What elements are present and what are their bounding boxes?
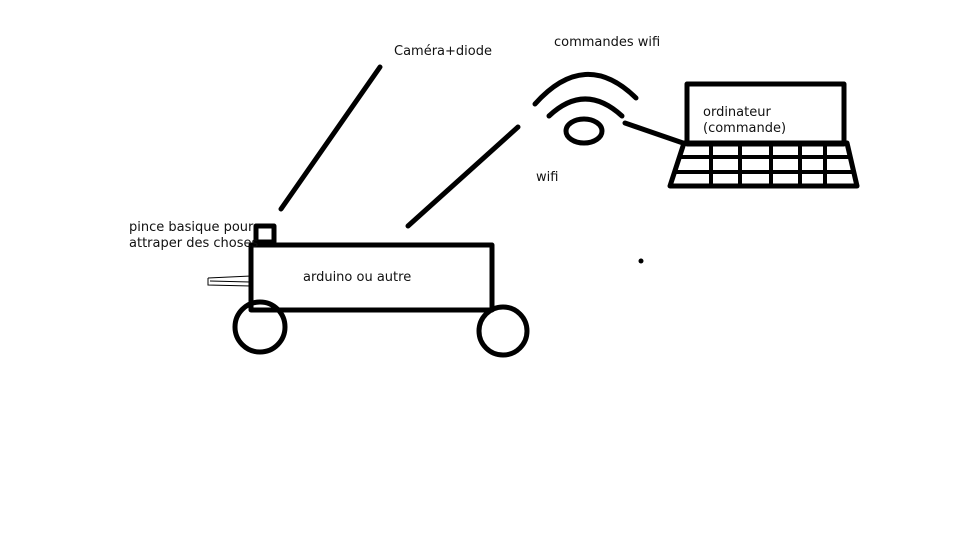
wifi-label: wifi [536,170,559,185]
wifi-dot [563,116,605,146]
keyboard-grid [676,143,853,186]
camera-label: Caméra+diode [394,44,492,59]
wifi-arc-inner [546,96,625,119]
arduino-label: arduino ou autre [303,270,412,285]
robot-body [248,242,495,313]
laptop-wifi-line [622,120,686,146]
left-wheel [232,299,288,355]
ordinateur-label-line2: (commande) [703,121,787,136]
laptop-keyboard [667,140,860,189]
commandes-wifi-label: commandes wifi [554,35,661,50]
ordinateur-label: ordinateur (commande) [703,105,786,137]
pince-label: pince basique pour attraper des choses [129,220,258,252]
camera-line [278,64,383,212]
right-wheel [476,304,530,358]
stray-dot [638,258,644,264]
robot-wifi-line [405,124,521,229]
pince-label-line2: attraper des choses [129,236,259,251]
ordinateur-label-line1: ordinateur [703,105,771,120]
camera-box [253,223,277,245]
pince-label-line1: pince basique pour [129,220,254,235]
gripper [207,275,252,287]
wifi-arc-outer [532,72,639,107]
